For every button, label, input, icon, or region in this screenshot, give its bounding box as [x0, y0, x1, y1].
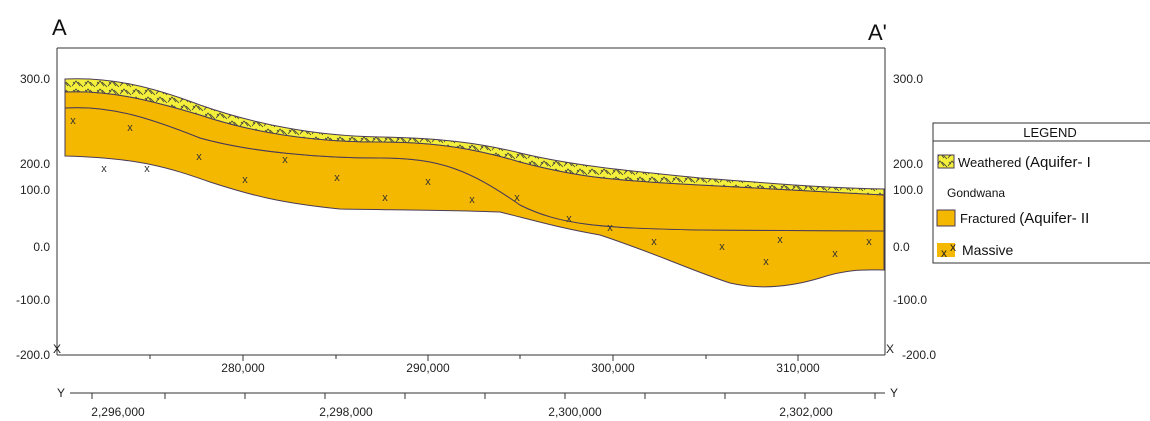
- legend: LEGEND Weathered (Aquifer- I Gondwana Fr…: [932, 122, 1150, 264]
- elevation-tick-label: 300.0: [893, 72, 923, 86]
- x-tick-label: 280,000: [221, 361, 265, 375]
- massive-marker: x: [70, 115, 76, 127]
- legend-group-gondwana: Gondwana: [947, 186, 1005, 200]
- legend-entry-main: (Aquifer- II: [1019, 210, 1089, 227]
- massive-marker: x: [101, 163, 107, 175]
- y-axis-start-marker: Y: [57, 386, 65, 400]
- legend-title: LEGEND: [1023, 125, 1076, 140]
- elevation-tick-label: -100.0: [16, 293, 50, 307]
- y-tick-label: 2,300,000: [548, 405, 602, 419]
- massive-marker: x: [242, 174, 248, 186]
- y-tick-label: 2,298,000: [319, 405, 373, 419]
- legend-box: [932, 122, 1150, 264]
- elevation-tick-label: 200.0: [893, 157, 923, 171]
- x-tick-label: 310,000: [776, 361, 820, 375]
- section-end-label: A': [868, 20, 887, 45]
- legend-massive-marker: x: [950, 240, 956, 254]
- elevation-tick-label: 300.0: [20, 72, 50, 86]
- elevation-tick-label: -200.0: [902, 348, 936, 362]
- elevation-tick-label: 0.0: [33, 240, 50, 254]
- legend-swatch-massive-icon: [937, 243, 955, 257]
- weathered-unit: [64, 78, 885, 196]
- legend-entry-main: (Aquifer- I: [1025, 154, 1091, 171]
- massive-marker: x: [607, 222, 613, 234]
- elevation-tick-label: 200.0: [20, 157, 50, 171]
- massive-marker: x: [777, 234, 783, 246]
- y-tick-label: 2,302,000: [779, 405, 833, 419]
- legend-entry-massive: Massive: [962, 242, 1014, 258]
- massive-marker: x: [334, 172, 340, 184]
- massive-marker: x: [566, 213, 572, 225]
- legend-swatch-weathered: [937, 154, 955, 169]
- section-start-label: A: [52, 15, 67, 40]
- legend-entry-prefix: Fractured: [960, 211, 1019, 226]
- massive-marker: x: [425, 176, 431, 188]
- elevation-tick-label: 0.0: [893, 240, 910, 254]
- x-tick-label: 300,000: [591, 361, 635, 375]
- massive-marker: x: [866, 236, 872, 248]
- x-axis-start-marker: X: [53, 342, 61, 356]
- massive-marker: x: [144, 163, 150, 175]
- legend-entry-weathered: Weathered (Aquifer- I: [958, 154, 1091, 171]
- massive-marker: x: [763, 256, 769, 268]
- massive-marker: x: [832, 248, 838, 260]
- elevation-tick-label: 100.0: [20, 183, 50, 197]
- x-tick-label: 290,000: [406, 361, 450, 375]
- massive-marker: x: [282, 154, 288, 166]
- y-axis-end-marker: Y: [890, 386, 898, 400]
- x-axis-ticks: 280,000 290,000 300,000 310,000: [149, 355, 820, 375]
- legend-massive-marker: x: [941, 246, 947, 260]
- y-axis-ticks: 2,296,000 2,298,000 2,300,000 2,302,000: [91, 393, 876, 419]
- massive-marker: x: [382, 192, 388, 204]
- elevation-tick-label: -200.0: [16, 348, 50, 362]
- elevation-axis-left: 300.0 200.0 100.0 0.0 -100.0 -200.0: [16, 72, 50, 362]
- legend-entry-fractured: Fractured (Aquifer- II: [960, 210, 1089, 227]
- massive-marker: x: [719, 241, 725, 253]
- x-axis-end-marker: X: [886, 342, 894, 356]
- legend-swatch-fractured: [936, 209, 956, 227]
- massive-marker: x: [514, 192, 520, 204]
- massive-marker: x: [196, 151, 202, 163]
- elevation-axis-right: 300.0 200.0 100.0 0.0 -100.0 -200.0: [893, 72, 936, 362]
- massive-marker: x: [651, 236, 657, 248]
- y-tick-label: 2,296,000: [91, 405, 145, 419]
- elevation-tick-label: -100.0: [893, 293, 927, 307]
- legend-entry-prefix: Weathered: [958, 155, 1025, 170]
- elevation-tick-label: 100.0: [893, 183, 923, 197]
- massive-marker: x: [127, 122, 133, 134]
- massive-marker: x: [469, 194, 475, 206]
